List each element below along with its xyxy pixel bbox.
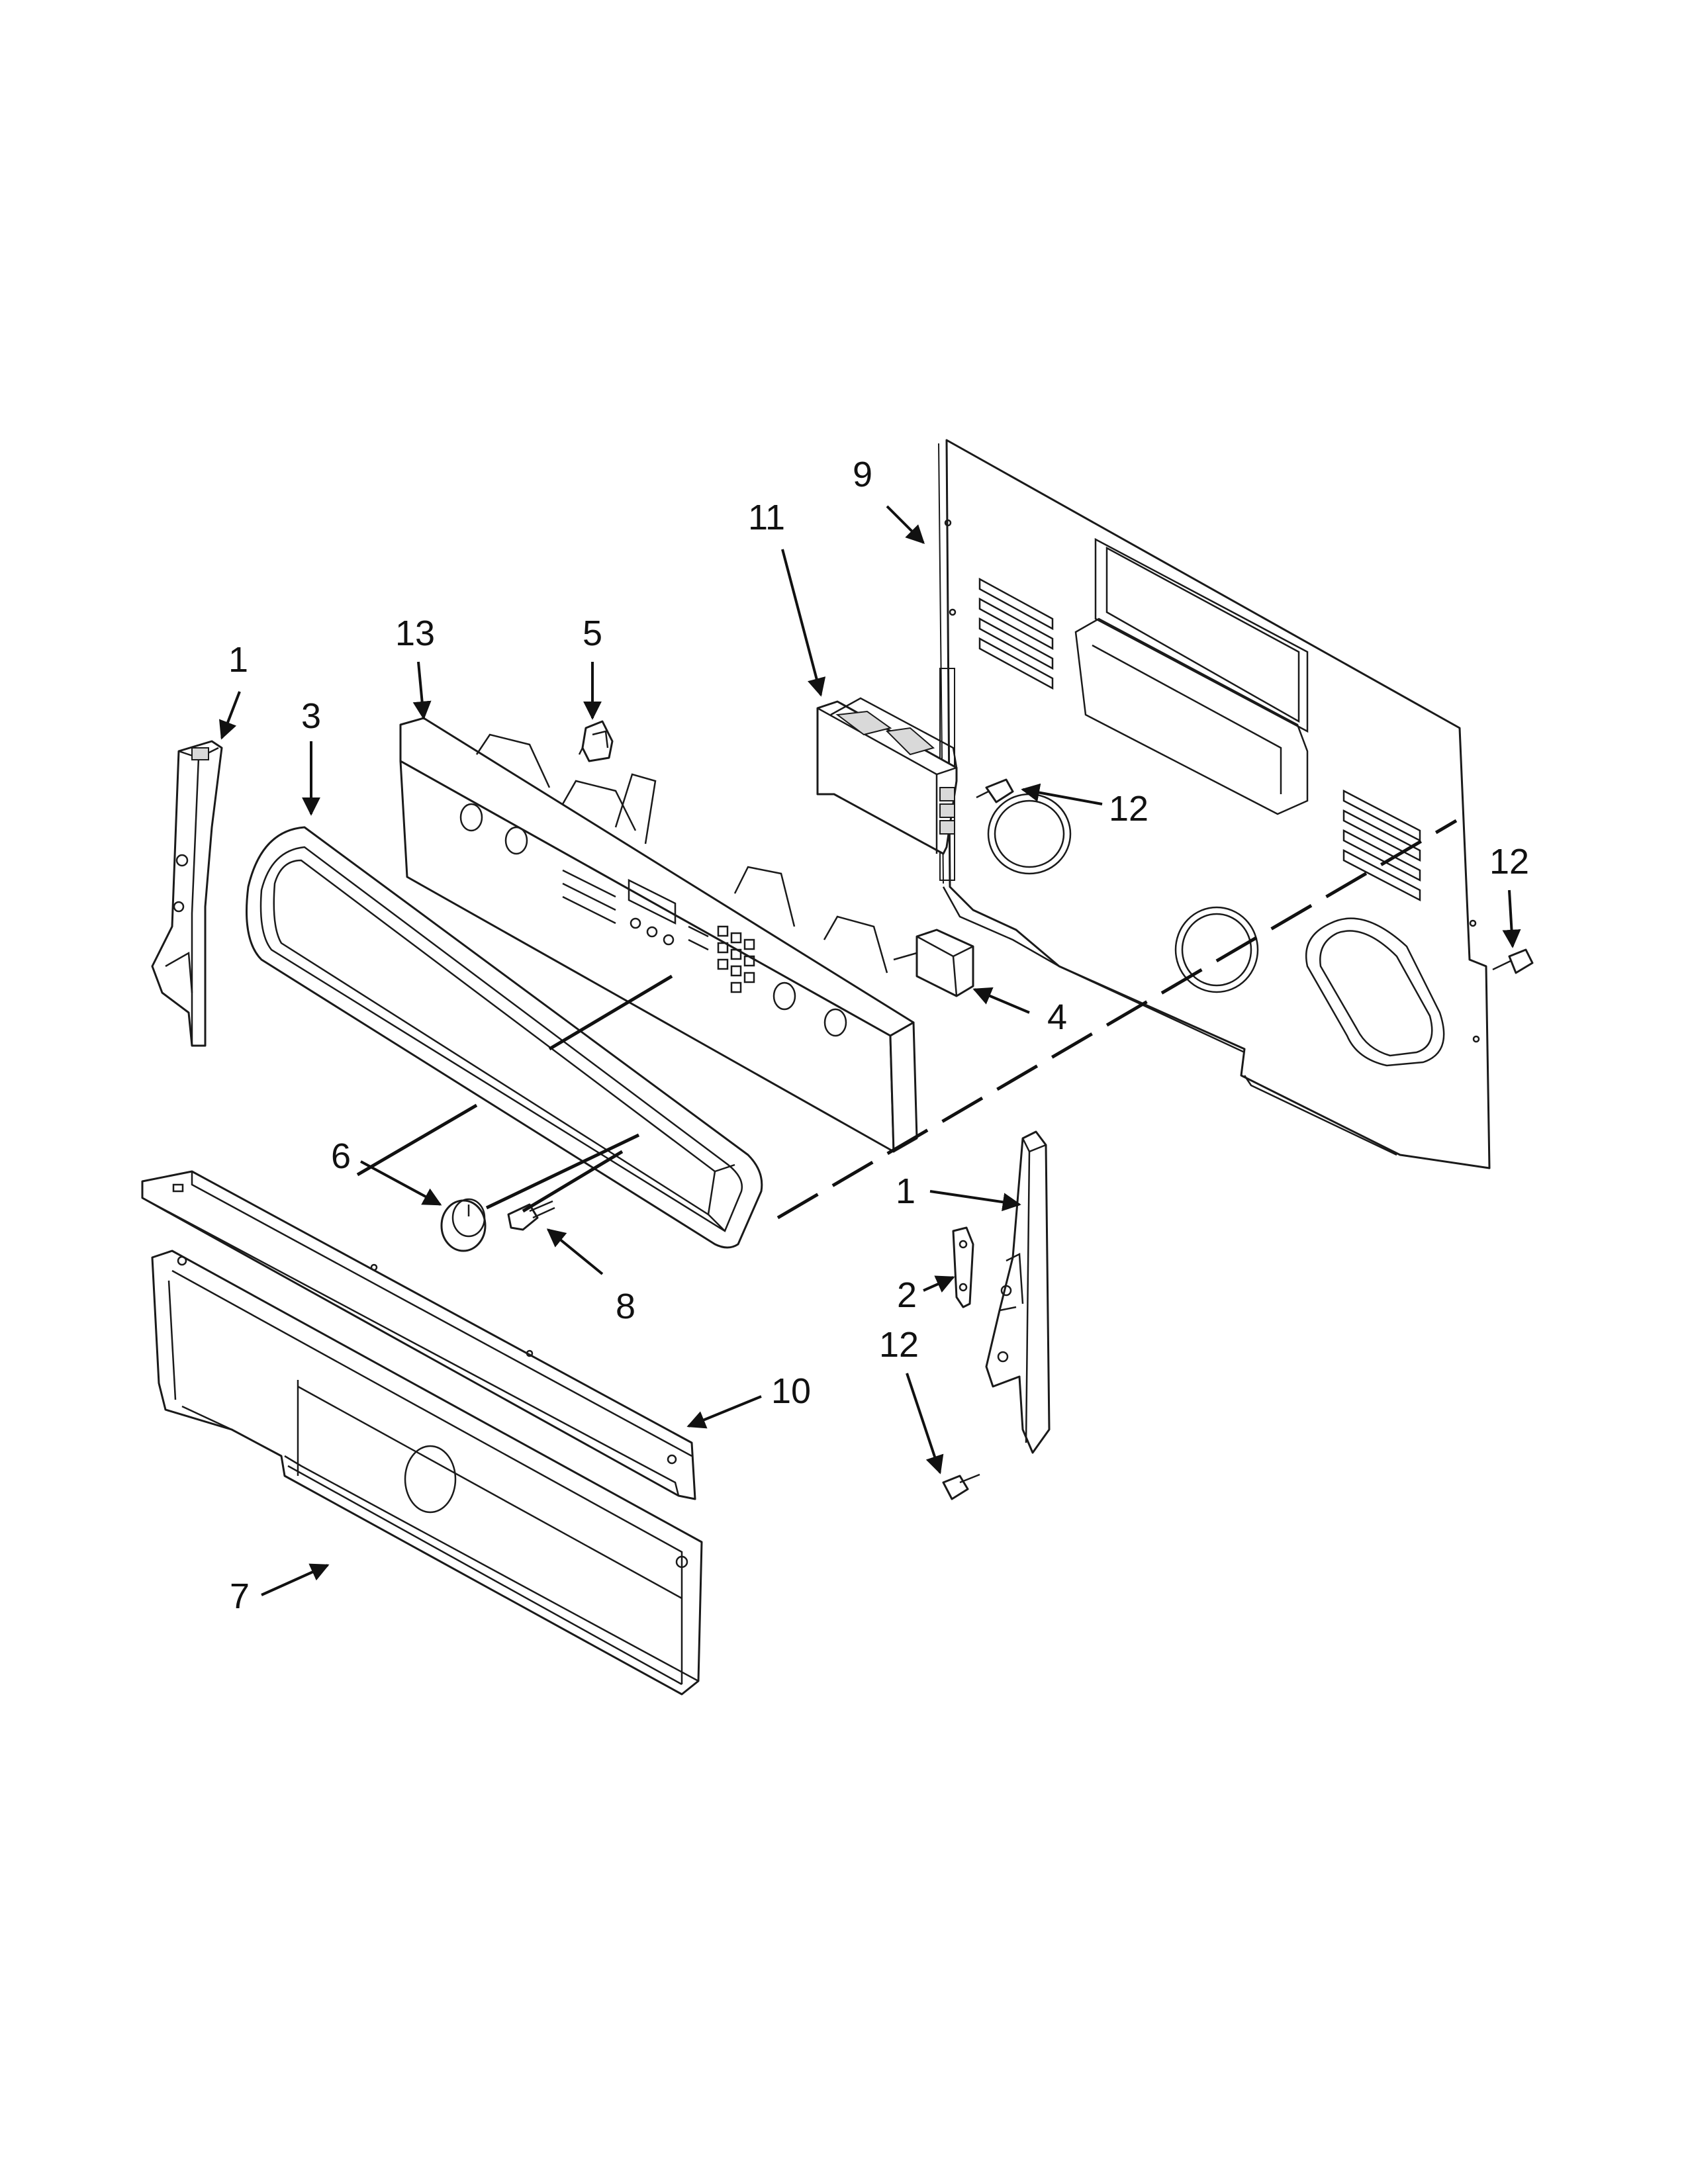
vent-louvers-left — [978, 577, 1054, 690]
callout-12-lower: 12 — [879, 1325, 919, 1365]
part-12-screw-lower[interactable] — [942, 1473, 980, 1500]
callout-4: 4 — [1047, 997, 1067, 1037]
part-3-control-panel-frame[interactable] — [246, 826, 763, 1249]
callout-labels: 1 1 2 3 4 5 6 7 8 9 10 11 12 12 12 13 — [228, 455, 1529, 1616]
part-1-left-bracket[interactable] — [151, 740, 223, 1047]
leader-arrows — [219, 505, 1521, 1596]
callout-1-left: 1 — [228, 640, 248, 680]
callout-12-right: 12 — [1489, 842, 1529, 882]
panel-tabs — [475, 733, 888, 974]
callout-13: 13 — [395, 614, 435, 653]
part-9-rear-panel[interactable] — [938, 439, 1491, 1169]
callout-8: 8 — [616, 1287, 635, 1326]
alignment-lines — [356, 819, 1458, 1220]
part-12-screw-right[interactable] — [1492, 948, 1534, 974]
part-13-control-panel-backing[interactable] — [399, 717, 918, 1153]
callout-9: 9 — [853, 455, 872, 494]
callout-5: 5 — [583, 614, 602, 653]
part-4-box-component[interactable] — [893, 929, 974, 997]
callout-2: 2 — [897, 1275, 917, 1315]
part-2-hinge-clip[interactable] — [952, 1226, 974, 1308]
part-12-screw-upper[interactable] — [976, 778, 1014, 803]
callout-12-upper: 12 — [1109, 789, 1149, 829]
callout-1-right: 1 — [896, 1171, 915, 1211]
part-1-right-bracket[interactable] — [985, 1130, 1051, 1454]
part-5-clip[interactable] — [578, 720, 614, 762]
part-10-trim-rail[interactable] — [141, 1170, 696, 1500]
board-connectors — [939, 787, 955, 835]
callout-3: 3 — [301, 696, 321, 736]
part-6-knob[interactable] — [440, 1198, 487, 1252]
callout-6: 6 — [331, 1136, 351, 1176]
callout-7: 7 — [230, 1576, 250, 1616]
keypad-grid — [717, 925, 755, 993]
part-11-control-board[interactable] — [816, 697, 958, 855]
part-7-lower-front-panel[interactable] — [151, 1250, 703, 1696]
callout-10: 10 — [771, 1371, 811, 1411]
callout-11: 11 — [748, 498, 785, 537]
part-8-screw[interactable] — [507, 1200, 555, 1231]
